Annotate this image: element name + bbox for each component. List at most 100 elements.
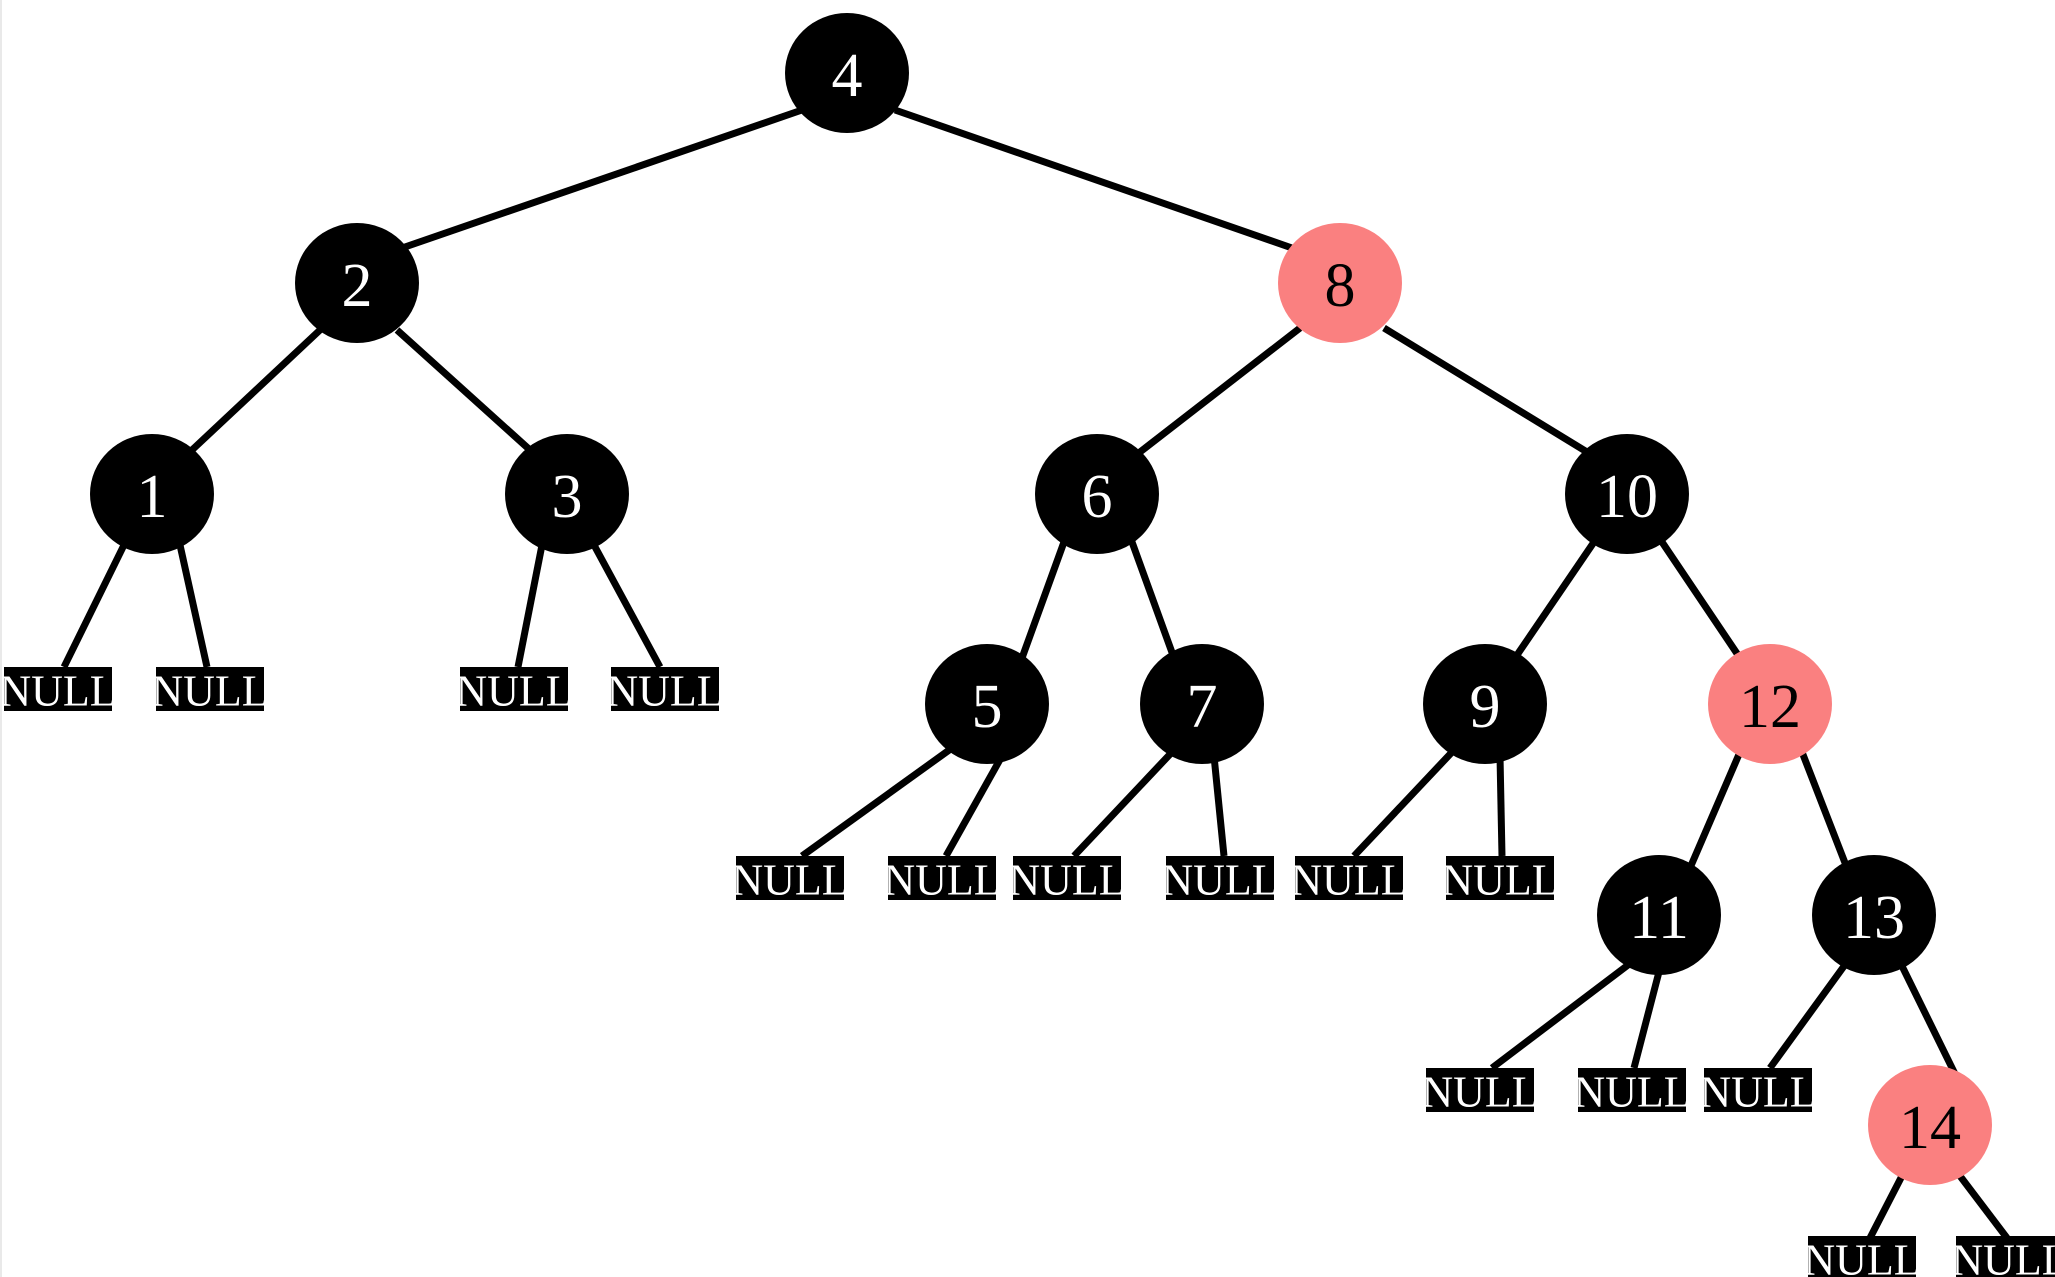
- null-leaf-label: NULL: [1803, 1236, 1920, 1277]
- null-leaf-label: NULL: [1290, 856, 1407, 905]
- null-leaf-box: [1295, 856, 1403, 900]
- node-value-label: 1: [137, 463, 168, 531]
- null-leaf-label: NULL: [883, 856, 1000, 905]
- tree-node-7[interactable]: 7: [1140, 644, 1264, 764]
- null-leaf-label: NULL: [1951, 1236, 2055, 1277]
- null-leaf-x10[interactable]: NULL: [1441, 856, 1558, 905]
- null-leaf-label: NULL: [1699, 1068, 1816, 1117]
- null-leaf-label: NULL: [455, 667, 572, 716]
- null-leaf-x7[interactable]: NULL: [1008, 856, 1125, 905]
- null-leaf-box: [1013, 856, 1121, 900]
- tree-edge-n4-n2: [400, 106, 804, 252]
- tree-node-2[interactable]: 2: [295, 223, 419, 343]
- node-circle-red: [1868, 1065, 1992, 1185]
- null-leaf-box: [736, 856, 844, 900]
- node-value-label: 9: [1470, 673, 1501, 741]
- node-value-label: 6: [1082, 463, 1113, 531]
- tree-node-9[interactable]: 9: [1423, 644, 1547, 764]
- tree-node-14[interactable]: 14: [1868, 1065, 1992, 1185]
- tree-edge-n2-n3: [394, 327, 533, 453]
- null-leaf-label: NULL: [1573, 1068, 1690, 1117]
- null-leaf-label: NULL: [606, 667, 723, 716]
- node-circle-black: [785, 13, 909, 133]
- tree-edge-n4-n8: [893, 106, 1294, 252]
- tree-edge-n5-x6: [942, 754, 1006, 858]
- tree-edge-n3-x3: [514, 544, 546, 668]
- tree-edge-n2-n1: [189, 327, 323, 453]
- null-leaf-label: NULL: [2, 667, 117, 716]
- tree-edge-n6-n7: [1128, 540, 1178, 660]
- tree-node-13[interactable]: 13: [1812, 855, 1936, 975]
- tree-node-6[interactable]: 6: [1035, 434, 1159, 554]
- null-leaf-x6[interactable]: NULL: [883, 856, 1000, 905]
- node-circle-black: [505, 434, 629, 554]
- node-circle-red: [1708, 644, 1832, 764]
- node-value-label: 10: [1596, 463, 1658, 531]
- null-leaf-box: [1578, 1068, 1686, 1112]
- tree-node-3[interactable]: 3: [505, 434, 629, 554]
- null-leaf-label: NULL: [731, 856, 848, 905]
- null-leaf-x13[interactable]: NULL: [1699, 1068, 1816, 1117]
- null-leaf-x14[interactable]: NULL: [1803, 1236, 1921, 1277]
- node-value-label: 11: [1629, 884, 1689, 952]
- null-leaf-x4[interactable]: NULL: [606, 667, 723, 716]
- node-value-label: 2: [342, 252, 373, 320]
- null-leaf-box: [1956, 1236, 2055, 1277]
- node-value-label: 3: [552, 463, 583, 531]
- tree-edge-n1-x1: [60, 543, 128, 669]
- tree-edge-n13-n14: [1896, 960, 1961, 1080]
- null-leaf-box: [4, 667, 112, 711]
- node-value-label: 5: [972, 673, 1003, 741]
- null-leaf-box: [1808, 1236, 1916, 1277]
- tree-node-10[interactable]: 10: [1565, 434, 1689, 554]
- tree-edge-n10-n9: [1512, 540, 1597, 660]
- tree-edge-n11-x12: [1630, 967, 1664, 1069]
- node-circle-black: [295, 223, 419, 343]
- node-value-label: 12: [1739, 673, 1801, 741]
- tree-node-5[interactable]: 5: [925, 644, 1049, 764]
- node-value-label: 13: [1843, 884, 1905, 952]
- tree-edge-n6-n5: [1018, 540, 1068, 660]
- tree-node-1[interactable]: 1: [90, 434, 214, 554]
- null-leaf-label: NULL: [151, 667, 268, 716]
- null-leaf-box: [1426, 1068, 1534, 1112]
- null-leaf-box: [1704, 1068, 1812, 1112]
- null-leaf-x9[interactable]: NULL: [1290, 856, 1407, 905]
- tree-node-11[interactable]: 11: [1597, 855, 1721, 975]
- null-leaf-label: NULL: [1161, 856, 1278, 905]
- node-value-label: 7: [1187, 673, 1218, 741]
- node-value-label: 14: [1899, 1094, 1961, 1162]
- tree-edge-n1-x2: [176, 544, 211, 668]
- tree-edge-n11-x11: [1489, 959, 1635, 1071]
- node-circle-black: [1597, 855, 1721, 975]
- null-leaf-x11[interactable]: NULL: [1421, 1068, 1538, 1117]
- tree-edge-n8-n6: [1137, 325, 1303, 455]
- tree-edge-n14-x15: [1954, 1169, 2010, 1241]
- null-leaf-x2[interactable]: NULL: [151, 667, 268, 716]
- node-value-label: 8: [1325, 252, 1356, 320]
- null-leaf-box: [1446, 856, 1554, 900]
- tree-edge-n13-x13: [1767, 959, 1850, 1071]
- tree-edge-n12-n13: [1798, 750, 1851, 870]
- null-leaf-x5[interactable]: NULL: [731, 856, 848, 905]
- null-leaf-x1[interactable]: NULL: [2, 667, 117, 716]
- tree-edge-n12-n11: [1686, 750, 1744, 870]
- null-leaf-label: NULL: [1421, 1068, 1538, 1117]
- node-value-label: 4: [832, 42, 863, 110]
- node-circle-black: [925, 644, 1049, 764]
- null-leaf-box: [611, 667, 719, 711]
- node-circle-black: [1812, 855, 1936, 975]
- null-leaf-label: NULL: [1008, 856, 1125, 905]
- null-leaf-box: [156, 667, 264, 711]
- null-leaf-x12[interactable]: NULL: [1573, 1068, 1690, 1117]
- tree-edge-n9-x10: [1496, 755, 1506, 857]
- tree-node-12[interactable]: 12: [1708, 644, 1832, 764]
- null-leaf-x3[interactable]: NULL: [455, 667, 572, 716]
- null-leaf-x8[interactable]: NULL: [1161, 856, 1278, 905]
- tree-edge-n7-x8: [1210, 755, 1228, 857]
- null-leaf-x15[interactable]: NULL: [1951, 1236, 2055, 1277]
- tree-node-8[interactable]: 8: [1278, 223, 1402, 343]
- tree-node-4[interactable]: 4: [785, 13, 909, 133]
